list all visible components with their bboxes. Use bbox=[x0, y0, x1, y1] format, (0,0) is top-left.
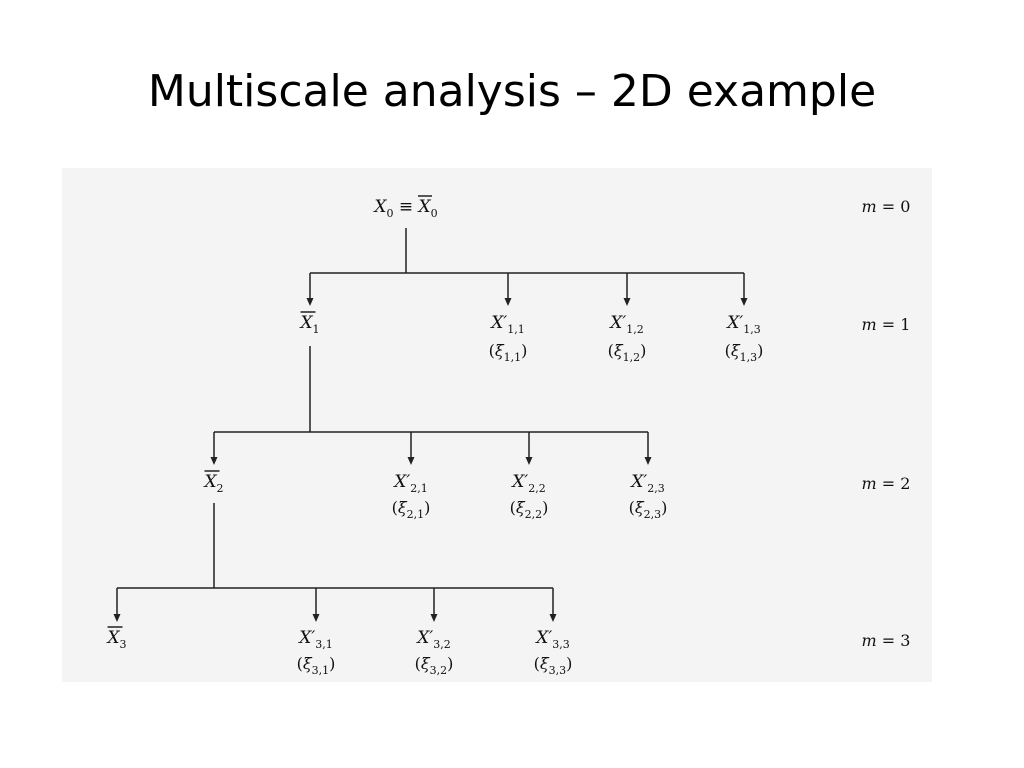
detail-node-3-3: X′3,3 bbox=[534, 628, 569, 651]
detail-node-2-1: X′2,1 bbox=[392, 472, 427, 495]
detail-node-1-3: X′1,3 bbox=[725, 313, 760, 336]
detail-node-2-3-subscript: 2,3 bbox=[647, 482, 665, 495]
detail-node-3-1-subscript: 3,1 bbox=[315, 638, 333, 651]
svg-text:X′3,1: X′3,1 bbox=[297, 628, 332, 651]
approx-node-level-2-subscript: 2 bbox=[217, 482, 224, 495]
svg-text:X′1,3: X′1,3 bbox=[725, 313, 760, 336]
detail-node-3-2-symbol: X′ bbox=[415, 628, 433, 648]
approx-node-level-3: X3 bbox=[105, 626, 127, 651]
detail-coef-2-3: (ξ2,3) bbox=[629, 498, 668, 521]
level-label-m1: m = 1 bbox=[862, 315, 911, 334]
svg-text:X1: X1 bbox=[298, 313, 319, 336]
detail-node-3-1-symbol: X′ bbox=[297, 628, 315, 648]
svg-text:X′1,2: X′1,2 bbox=[608, 313, 643, 336]
detail-node-2-1-subscript: 2,1 bbox=[410, 482, 428, 495]
detail-coef-1-1: (ξ1,1) bbox=[489, 341, 528, 364]
level2-branch-2-arrowhead bbox=[525, 457, 533, 465]
approx-node-level-2-symbol: X bbox=[202, 472, 217, 492]
detail-node-1-1-symbol: X′ bbox=[489, 313, 507, 333]
detail-node-3-3-symbol: X′ bbox=[534, 628, 552, 648]
detail-node-1-1: X′1,1 bbox=[489, 313, 524, 336]
svg-text:X3: X3 bbox=[105, 628, 126, 651]
approx-node-level-1: X1 bbox=[298, 311, 320, 336]
detail-node-3-2: X′3,2 bbox=[415, 628, 450, 651]
svg-text:X′2,2: X′2,2 bbox=[510, 472, 545, 495]
detail-node-1-2-subscript: 1,2 bbox=[626, 323, 644, 336]
tree-edges bbox=[113, 228, 748, 622]
level3-branch-3-arrowhead bbox=[549, 614, 557, 622]
svg-text:X′2,1: X′2,1 bbox=[392, 472, 427, 495]
svg-text:X′1,1: X′1,1 bbox=[489, 313, 524, 336]
approx-node-level-2: X2 bbox=[202, 470, 224, 495]
detail-node-2-1-symbol: X′ bbox=[392, 472, 410, 492]
level2-branch-1-arrowhead bbox=[407, 457, 415, 465]
detail-node-2-3: X′2,3 bbox=[629, 472, 664, 495]
detail-node-1-2-symbol: X′ bbox=[608, 313, 626, 333]
level1-branch-3-arrowhead bbox=[740, 298, 748, 306]
approx-node-level-3-subscript: 3 bbox=[120, 638, 127, 651]
approx-node-level-3-symbol: X bbox=[105, 628, 120, 648]
detail-node-2-2: X′2,2 bbox=[510, 472, 545, 495]
level-labels: m = 0 m = 1 m = 2 m = 3 bbox=[862, 197, 911, 650]
approx-node-level-1-symbol: X bbox=[298, 313, 313, 333]
level2-branch-3-arrowhead bbox=[644, 457, 652, 465]
svg-text:X′2,3: X′2,3 bbox=[629, 472, 664, 495]
detail-node-1-2: X′1,2 bbox=[608, 313, 643, 336]
slide-title: Multiscale analysis – 2D example bbox=[147, 66, 877, 117]
detail-node-1-1-subscript: 1,1 bbox=[507, 323, 525, 336]
detail-node-2-2-symbol: X′ bbox=[510, 472, 528, 492]
detail-node-2-3-symbol: X′ bbox=[629, 472, 647, 492]
detail-node-3-2-subscript: 3,2 bbox=[433, 638, 451, 651]
level3-branch-2-arrowhead bbox=[430, 614, 438, 622]
detail-coef-3-2: (ξ3,2) bbox=[415, 654, 454, 677]
level-label-m2: m = 2 bbox=[862, 474, 911, 493]
svg-text:X′3,3: X′3,3 bbox=[534, 628, 569, 651]
detail-node-1-3-symbol: X′ bbox=[725, 313, 743, 333]
level1-branch-1-arrowhead bbox=[504, 298, 512, 306]
detail-node-1-3-subscript: 1,3 bbox=[743, 323, 761, 336]
level2-branch-0-arrowhead bbox=[210, 457, 218, 465]
detail-coef-2-1: (ξ2,1) bbox=[392, 498, 431, 521]
level-label-m3: m = 3 bbox=[862, 631, 911, 650]
root-node: X0 ≡ X0 bbox=[372, 195, 438, 220]
svg-text:X0 ≡ X0: X0 ≡ X0 bbox=[372, 197, 437, 220]
level3-branch-0-arrowhead bbox=[113, 614, 121, 622]
detail-node-2-2-subscript: 2,2 bbox=[528, 482, 546, 495]
level-label-m0: m = 0 bbox=[862, 197, 911, 216]
detail-node-3-3-subscript: 3,3 bbox=[552, 638, 570, 651]
svg-text:X2: X2 bbox=[202, 472, 223, 495]
detail-coef-1-2: (ξ1,2) bbox=[608, 341, 647, 364]
detail-coef-1-3: (ξ1,3) bbox=[725, 341, 764, 364]
level1-branch-2-arrowhead bbox=[623, 298, 631, 306]
detail-coef-3-3: (ξ3,3) bbox=[534, 654, 573, 677]
approx-node-level-1-subscript: 1 bbox=[313, 323, 320, 336]
detail-coef-2-2: (ξ2,2) bbox=[510, 498, 549, 521]
svg-text:X′3,2: X′3,2 bbox=[415, 628, 450, 651]
detail-coef-3-1: (ξ3,1) bbox=[297, 654, 336, 677]
scanned-figure-background bbox=[62, 168, 932, 682]
level3-branch-1-arrowhead bbox=[312, 614, 320, 622]
level1-branch-0-arrowhead bbox=[306, 298, 314, 306]
detail-node-3-1: X′3,1 bbox=[297, 628, 332, 651]
